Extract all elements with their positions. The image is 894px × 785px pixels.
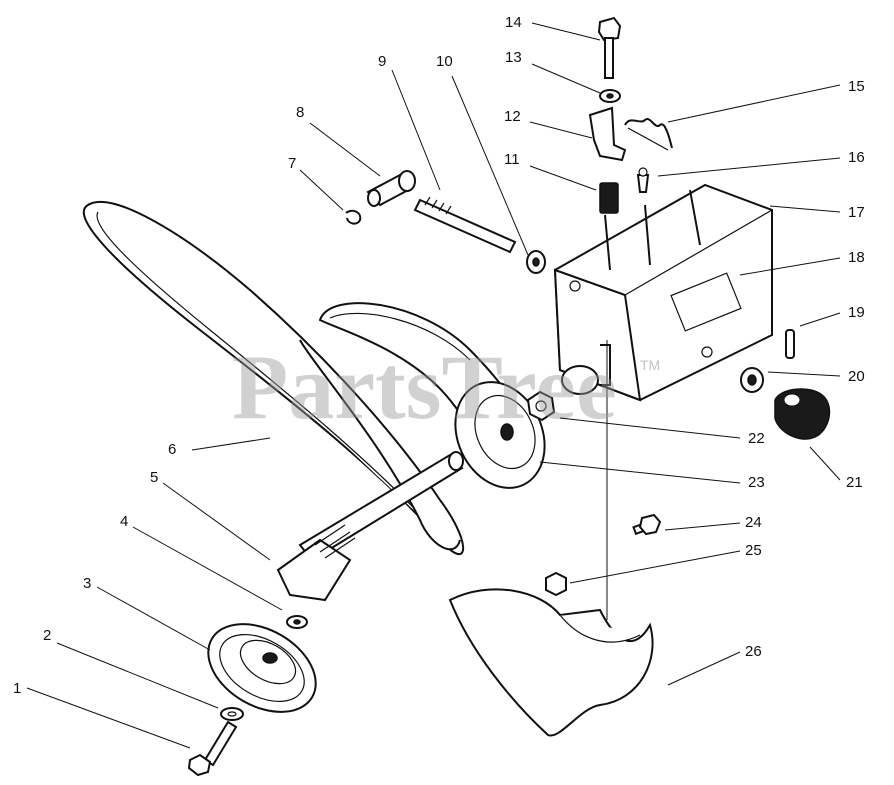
shaft-washer[interactable]	[526, 250, 546, 274]
threaded-shaft[interactable]	[413, 196, 517, 254]
mounting-bracket[interactable]	[588, 106, 627, 162]
callout-labels: 1 2 3 4 5 6 7 8 9 10 11 12 13 14 15 16 1…	[13, 14, 865, 697]
callout-24: 24	[745, 514, 762, 531]
pulley-bolt[interactable]	[187, 720, 238, 777]
coupler[interactable]	[366, 170, 416, 207]
idler-nut[interactable]	[526, 390, 556, 422]
callout-21: 21	[846, 474, 863, 491]
callout-13: 13	[505, 49, 522, 66]
callout-6: 6	[168, 441, 176, 458]
callout-14: 14	[505, 14, 522, 31]
callout-25: 25	[745, 542, 762, 559]
gearbox-housing[interactable]	[553, 183, 773, 402]
callout-22: 22	[748, 430, 765, 447]
callout-17: 17	[848, 204, 865, 221]
callout-1: 1	[13, 680, 21, 697]
shield-bolt[interactable]	[632, 513, 662, 536]
adjustment-knob[interactable]	[774, 388, 831, 440]
belt-guard[interactable]	[448, 340, 654, 737]
bracket-bolt[interactable]	[597, 16, 622, 79]
drive-pulley[interactable]	[193, 606, 331, 730]
washer-pulley[interactable]	[220, 707, 244, 721]
retaining-clip[interactable]	[345, 209, 362, 225]
idler-pulley[interactable]	[439, 367, 562, 502]
lock-washer[interactable]	[599, 89, 621, 103]
callout-10: 10	[436, 53, 453, 70]
callout-5: 5	[150, 469, 158, 486]
watermark: PartsTree	[232, 336, 617, 438]
watermark-tm: TM	[640, 357, 660, 373]
callout-7: 7	[288, 155, 296, 172]
roll-pin[interactable]	[785, 329, 795, 359]
callout-4: 4	[120, 513, 128, 530]
drive-shaft-arm[interactable]	[276, 451, 464, 602]
shield-nut[interactable]	[545, 571, 567, 597]
leader-lines	[26, 22, 841, 749]
knob-washer[interactable]	[740, 367, 764, 393]
callout-16: 16	[848, 149, 865, 166]
callout-2: 2	[43, 627, 51, 644]
callout-8: 8	[296, 104, 304, 121]
callout-19: 19	[848, 304, 865, 321]
callout-18: 18	[848, 249, 865, 266]
callout-3: 3	[83, 575, 91, 592]
callout-12: 12	[504, 108, 521, 125]
spacer-block[interactable]	[599, 182, 619, 214]
callout-11: 11	[504, 151, 520, 168]
callout-23: 23	[748, 474, 765, 491]
callout-26: 26	[745, 643, 762, 660]
grease-fitting[interactable]	[636, 167, 650, 193]
callout-20: 20	[848, 368, 865, 385]
callout-15: 15	[848, 78, 865, 95]
callout-9: 9	[378, 53, 386, 70]
tension-spring[interactable]	[624, 117, 673, 151]
washer-small[interactable]	[286, 615, 308, 629]
